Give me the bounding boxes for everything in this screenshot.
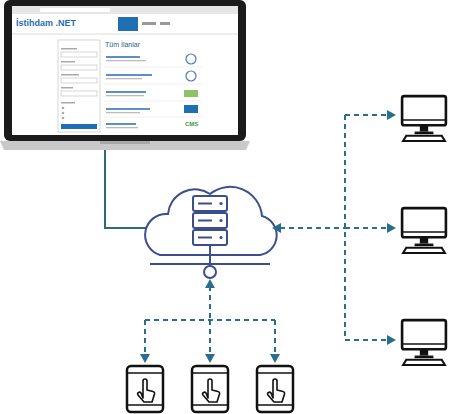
company-logo: CMS bbox=[185, 121, 198, 127]
arrow-head bbox=[140, 110, 396, 363]
cloud-server bbox=[145, 187, 277, 278]
dashed-link bbox=[145, 115, 388, 356]
site-logo: İstihdam .NET bbox=[16, 19, 76, 28]
desktop-computer bbox=[402, 208, 446, 253]
tablet bbox=[127, 366, 163, 412]
list-heading: Tüm İlanlar bbox=[105, 41, 140, 48]
solid-link bbox=[105, 150, 158, 228]
tablet bbox=[257, 366, 293, 412]
laptop bbox=[0, 0, 250, 150]
desktop-computer bbox=[402, 320, 446, 365]
tablet bbox=[192, 366, 228, 412]
desktop-computer bbox=[402, 96, 446, 141]
